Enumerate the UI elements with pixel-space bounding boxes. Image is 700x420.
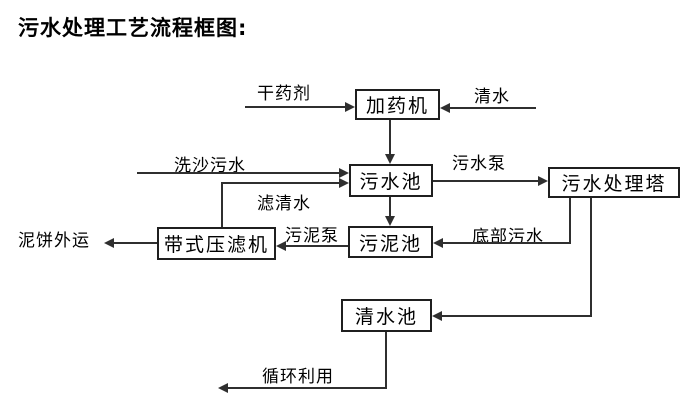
node-sewage-pool: 污水池 (349, 164, 433, 197)
arrow-sludge-pump-head-icon (276, 241, 286, 251)
node-dosing-machine: 加药机 (355, 89, 440, 120)
arrow-clean-water-head-icon (440, 103, 450, 113)
flow-label-sewage-pump: 污水泵 (452, 154, 506, 174)
node-sludge-pool: 污泥池 (348, 226, 433, 258)
arrow-tower-to-cleanpool-head-icon (432, 311, 442, 321)
arrow-bottom-sewage-head-icon (433, 238, 443, 248)
arrow-tower-to-cleanpool-vline (590, 198, 592, 317)
arrow-sludge-pump-line (286, 245, 348, 247)
arrow-recycling-vline (385, 332, 387, 389)
arrow-tower-to-cleanpool-line (442, 315, 592, 317)
arrow-sewage-to-sludge-head-icon (385, 216, 395, 226)
flow-label-sand-washing-sewage: 洗沙污水 (174, 156, 246, 176)
arrow-filtered-water-line (221, 182, 339, 184)
arrow-dry-chemical-head-icon (345, 102, 355, 112)
arrow-recycling-line (228, 387, 387, 389)
arrow-recycling-head-icon (218, 383, 228, 393)
arrow-sand-washing-head-icon (339, 168, 349, 178)
arrow-filtered-water-vline (221, 183, 223, 227)
arrow-dosing-to-sewage-line (389, 120, 391, 155)
arrow-sand-washing-line (137, 172, 339, 174)
flow-label-dry-chemical: 干药剂 (257, 84, 311, 104)
arrow-sewage-pump-line (433, 180, 538, 182)
node-belt-filter-press: 带式压滤机 (157, 227, 276, 260)
flow-label-sludge-pump: 污泥泵 (285, 226, 339, 246)
flow-label-recycling: 循环利用 (262, 367, 334, 387)
flow-label-clean-water: 清水 (474, 87, 510, 107)
arrow-mud-cake-line (114, 242, 157, 244)
arrow-dosing-to-sewage-head-icon (385, 154, 395, 164)
arrow-dry-chemical-line (245, 106, 347, 108)
node-treatment-tower: 污水处理塔 (548, 167, 680, 198)
arrow-sewage-pump-head-icon (538, 176, 548, 186)
flow-label-filtered-water: 滤清水 (257, 194, 311, 214)
arrow-filtered-water-head-icon (339, 178, 349, 188)
arrow-mud-cake-head-icon (104, 238, 114, 248)
arrow-clean-water-line (450, 107, 536, 109)
arrow-sewage-to-sludge-line (389, 197, 391, 216)
arrow-bottom-sewage-vline (569, 198, 571, 244)
flow-label-mud-cake-out: 泥饼外运 (18, 231, 90, 251)
node-clean-water-pool: 清水池 (341, 299, 432, 332)
diagram-title: 污水处理工艺流程框图: (18, 16, 248, 40)
arrow-bottom-sewage-line (443, 242, 571, 244)
